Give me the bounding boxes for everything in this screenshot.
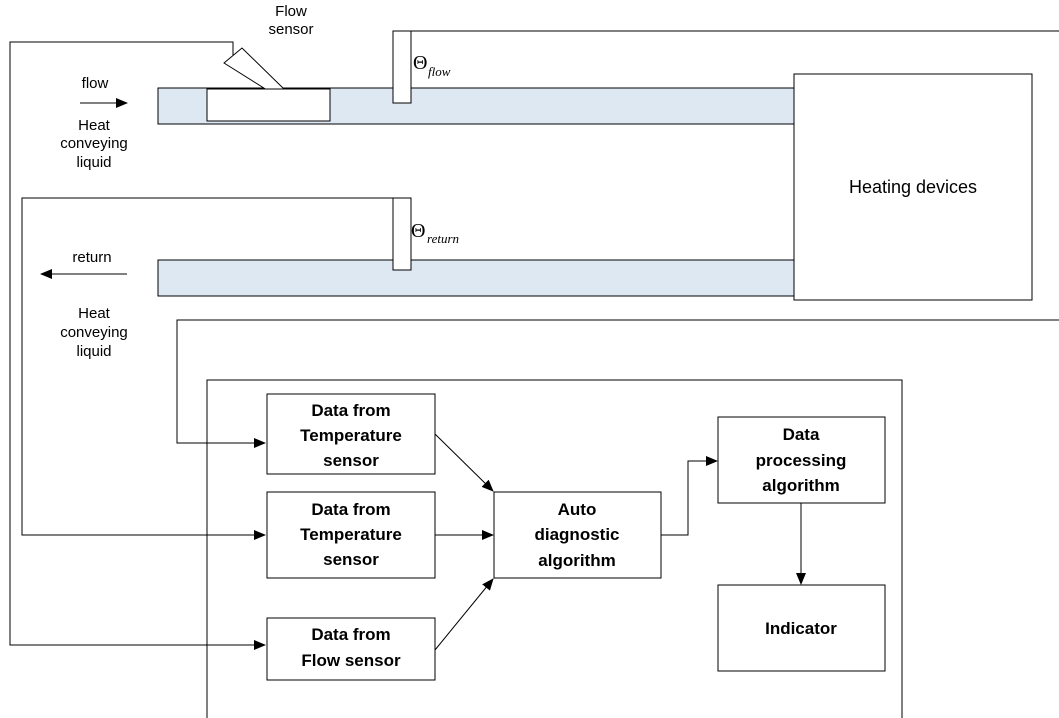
return-pipe: [157, 259, 795, 297]
data-processing-line-1: Data: [783, 425, 820, 444]
theta-return-symbol: Θ: [411, 220, 425, 242]
return-liquid-label-3: liquid: [76, 343, 111, 360]
temp-sensor-1-line-3: sensor: [323, 451, 379, 470]
theta-return-wire: [21, 197, 393, 540]
theta-flow-data-wire: [176, 319, 1059, 448]
flow-sensor-block-line-2: Flow sensor: [301, 651, 401, 670]
flow-liquid-label-3: liquid: [76, 154, 111, 171]
return-label: return: [72, 249, 111, 266]
auto-diagnostic-line-2: diagnostic: [534, 525, 619, 544]
heating-devices-label: Heating devices: [849, 177, 977, 197]
flow-liquid-label-2: conveying: [60, 135, 128, 152]
data-processing-block: [717, 416, 886, 504]
theta-return-subscript: return: [427, 231, 459, 246]
indicator-label: Indicator: [765, 619, 837, 638]
flow-sensor-label-2: sensor: [268, 21, 313, 38]
auto-diagnostic-line-1: Auto: [558, 500, 597, 519]
temp-sensor-1-line-2: Temperature: [300, 426, 402, 445]
theta-flow-symbol: Θ: [413, 52, 427, 74]
flow-to-auto-arrow: [434, 578, 494, 651]
data-processing-line-2: processing: [756, 451, 847, 470]
temp-sensor-2-line-2: Temperature: [300, 525, 402, 544]
data-processing-line-3: algorithm: [762, 476, 839, 495]
theta-return-sensor: [392, 197, 412, 271]
temp-sensor-1-line-1: Data from: [311, 401, 390, 420]
flow-label: flow: [82, 75, 109, 92]
flow-liquid-label-1: Heat: [78, 117, 111, 134]
auto-diagnostic-block: [493, 491, 662, 579]
temp-sensor-2-line-3: sensor: [323, 550, 379, 569]
indicator-block: [717, 584, 886, 672]
flow-sensor-label-1: Flow: [275, 3, 307, 20]
auto-diagnostic-line-3: algorithm: [538, 551, 615, 570]
temp1-to-auto-arrow: [434, 433, 494, 492]
flow-sensor-block-line-1: Data from: [311, 625, 390, 644]
flow-sensor-body: [206, 88, 331, 122]
theta-flow-subscript: flow: [428, 64, 451, 79]
auto-to-processing-arrow: [661, 456, 718, 536]
return-liquid-label-2: conveying: [60, 324, 128, 341]
device-enclosure: [206, 379, 903, 718]
flow-sensor-data-block: [266, 617, 436, 681]
temp-sensor-2-line-1: Data from: [311, 500, 390, 519]
flow-sensor-wire: [9, 41, 266, 650]
return-liquid-label-1: Heat: [78, 305, 111, 322]
theta-flow-sensor: [392, 30, 412, 104]
temp-sensor-data-block-1: [266, 393, 436, 475]
heating-devices-box: [793, 73, 1033, 301]
